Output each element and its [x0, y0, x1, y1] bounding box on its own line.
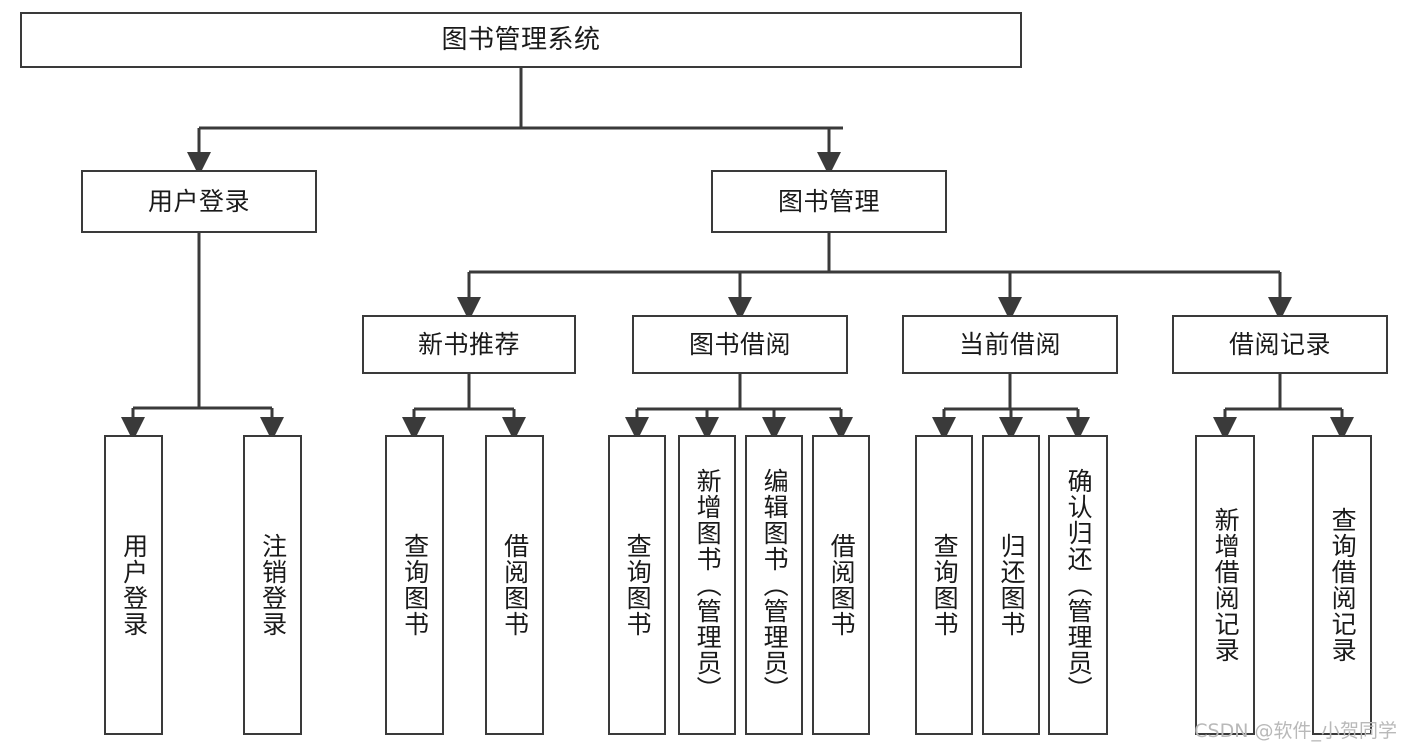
node-user-login-label: 用户登录: [147, 186, 250, 216]
node-leaf-query-borrow-record-label: 查询借阅记录: [1328, 507, 1358, 663]
node-root-label: 图书管理系统: [441, 24, 601, 55]
node-leaf-add-borrow-record[interactable]: 新增借阅记录: [1195, 435, 1255, 735]
node-current-borrow[interactable]: 当前借阅: [902, 315, 1118, 374]
node-borrow-record-label: 借阅记录: [1228, 329, 1331, 359]
edge-group-current-borrow: [932, 374, 1090, 441]
node-leaf-user-logout-label: 注销登录: [258, 533, 288, 637]
node-leaf-borrow-book[interactable]: 借阅图书: [812, 435, 870, 735]
node-leaf-user-login[interactable]: 用户登录: [104, 435, 163, 735]
node-leaf-add-borrow-record-label: 新增借阅记录: [1211, 507, 1241, 663]
node-leaf-add-book-admin-label: 新增图书（管理员）: [693, 468, 723, 702]
node-user-login[interactable]: 用户登录: [81, 170, 317, 233]
node-current-borrow-label: 当前借阅: [958, 329, 1061, 359]
node-book-manage-label: 图书管理: [777, 186, 880, 216]
node-leaf-edit-book-admin-label: 编辑图书（管理员）: [760, 468, 790, 702]
edge-group-root: [187, 68, 843, 176]
node-leaf-user-logout[interactable]: 注销登录: [243, 435, 302, 735]
node-leaf-query-book-borrow-label: 查询图书: [623, 533, 653, 637]
node-root[interactable]: 图书管理系统: [20, 12, 1022, 68]
node-leaf-query-book-cur-label: 查询图书: [930, 533, 960, 637]
node-leaf-borrow-book-label: 借阅图书: [827, 533, 857, 637]
node-book-borrow[interactable]: 图书借阅: [632, 315, 848, 374]
node-borrow-record[interactable]: 借阅记录: [1172, 315, 1388, 374]
node-new-book-recommend-label: 新书推荐: [417, 329, 520, 359]
node-leaf-borrow-book-rec-label: 借阅图书: [500, 533, 530, 637]
node-book-borrow-label: 图书借阅: [688, 329, 791, 359]
node-leaf-user-login-label: 用户登录: [119, 533, 149, 637]
node-leaf-query-borrow-record[interactable]: 查询借阅记录: [1312, 435, 1372, 735]
edge-group-new-book-recommend: [402, 374, 526, 441]
edge-group-book-borrow: [625, 374, 853, 441]
node-leaf-confirm-return-admin[interactable]: 确认归还（管理员）: [1048, 435, 1108, 735]
node-leaf-borrow-book-rec[interactable]: 借阅图书: [485, 435, 544, 735]
node-leaf-confirm-return-admin-label: 确认归还（管理员）: [1064, 468, 1094, 702]
node-leaf-query-book-cur[interactable]: 查询图书: [915, 435, 973, 735]
edge-group-user-login: [121, 233, 284, 441]
node-book-manage[interactable]: 图书管理: [711, 170, 947, 233]
watermark-text: CSDN @软件_小贺同学: [1194, 720, 1397, 742]
node-leaf-return-book[interactable]: 归还图书: [982, 435, 1040, 735]
node-new-book-recommend[interactable]: 新书推荐: [362, 315, 576, 374]
node-leaf-query-book-rec-label: 查询图书: [400, 533, 430, 637]
node-leaf-query-book-borrow[interactable]: 查询图书: [608, 435, 666, 735]
node-leaf-query-book-rec[interactable]: 查询图书: [385, 435, 444, 735]
node-leaf-return-book-label: 归还图书: [997, 533, 1027, 637]
node-leaf-add-book-admin[interactable]: 新增图书（管理员）: [678, 435, 736, 735]
edge-group-book-manage: [457, 233, 1292, 321]
node-leaf-edit-book-admin[interactable]: 编辑图书（管理员）: [745, 435, 803, 735]
edge-group-borrow-record: [1213, 374, 1354, 441]
